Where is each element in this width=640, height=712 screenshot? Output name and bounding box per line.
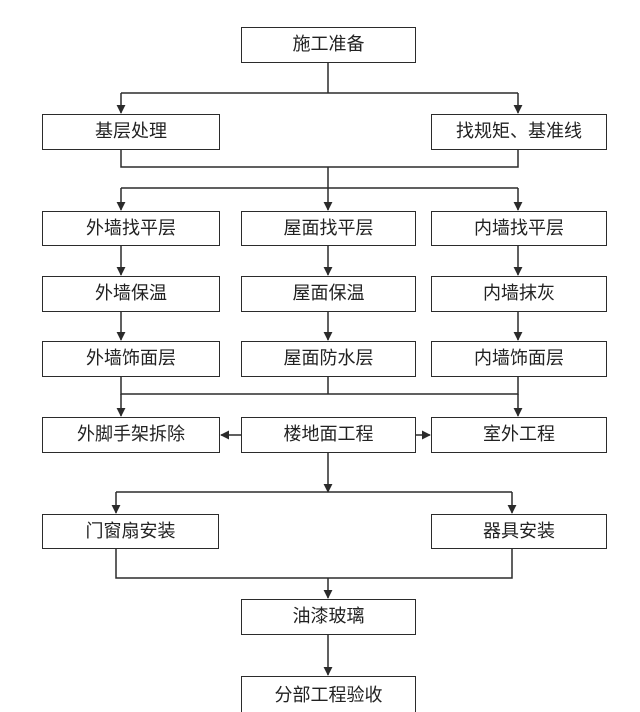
node-ext-wall-finish: 外墙饰面层 — [42, 341, 220, 377]
edge-prep-split — [121, 63, 518, 94]
edge-merge-row2 — [120, 150, 519, 168]
node-roof-leveling: 屋面找平层 — [241, 211, 416, 246]
node-rules-baseline: 找规矩、基准线 — [431, 114, 607, 150]
edge-merge-row5 — [120, 377, 519, 395]
node-roof-waterproof: 屋面防水层 — [241, 341, 416, 377]
node-door-window-install: 门窗扇安装 — [42, 514, 219, 549]
node-ext-wall-insulation: 外墙保温 — [42, 276, 220, 312]
node-floor-works: 楼地面工程 — [241, 417, 416, 453]
node-outdoor-works: 室外工程 — [431, 417, 607, 453]
node-construction-prep: 施工准备 — [241, 27, 416, 63]
node-roof-insulation: 屋面保温 — [241, 276, 416, 312]
node-base-treatment: 基层处理 — [42, 114, 220, 150]
node-scaffold-removal: 外脚手架拆除 — [42, 417, 220, 453]
node-int-wall-finish: 内墙饰面层 — [431, 341, 607, 377]
node-ext-wall-leveling: 外墙找平层 — [42, 211, 220, 246]
node-int-wall-plaster: 内墙抹灰 — [431, 276, 607, 312]
edge-merge-row7 — [115, 549, 513, 579]
node-acceptance: 分部工程验收 — [241, 676, 416, 712]
node-fixture-install: 器具安装 — [431, 514, 607, 549]
node-paint-glass: 油漆玻璃 — [241, 599, 416, 635]
node-int-wall-leveling: 内墙找平层 — [431, 211, 607, 246]
